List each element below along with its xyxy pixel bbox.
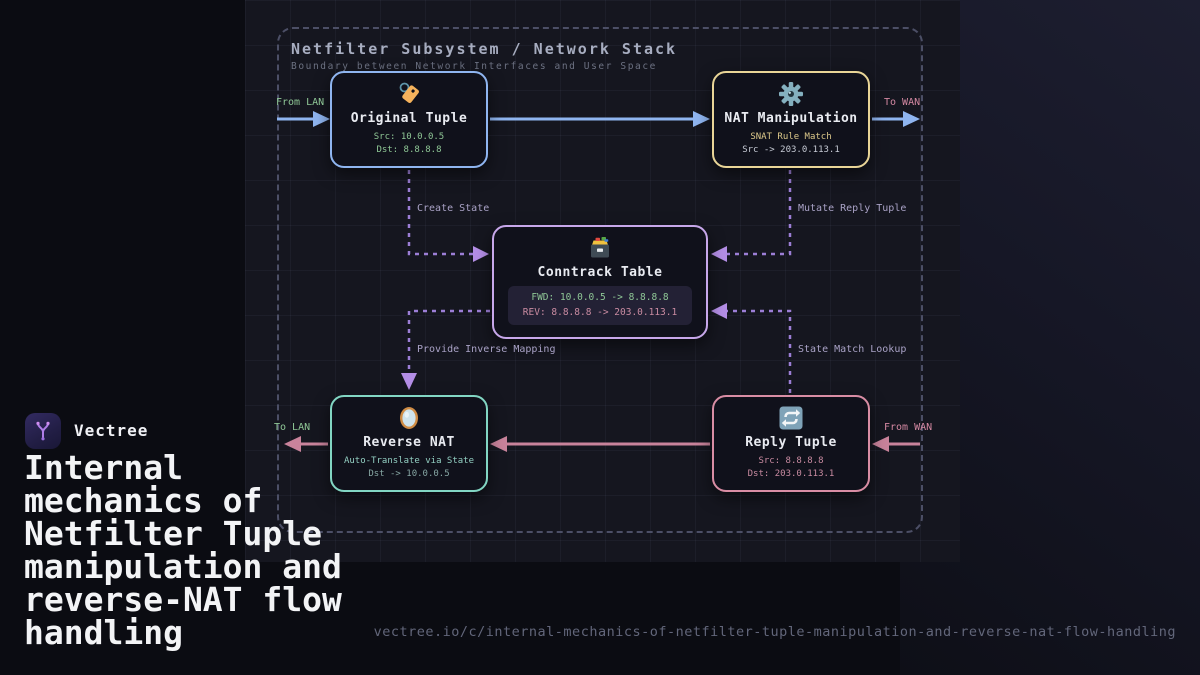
boundary-title: Netfilter Subsystem / Network Stack bbox=[291, 40, 678, 58]
boundary-subtitle: Boundary between Network Interfaces and … bbox=[291, 61, 657, 72]
node-detail-line: Src: 8.8.8.8 bbox=[758, 456, 824, 466]
node-title: NAT Manipulation bbox=[724, 111, 858, 126]
node-detail-line: SNAT Rule Match bbox=[750, 132, 832, 142]
edge-label-to-lan: To LAN bbox=[274, 422, 311, 433]
node-detail-line: Src -> 203.0.113.1 bbox=[742, 144, 840, 155]
node-original-tuple: Original Tuple Src: 10.0.0.5 Dst: 8.8.8.… bbox=[330, 71, 488, 168]
tag-icon bbox=[395, 80, 423, 108]
mirror-icon bbox=[395, 404, 423, 432]
conntrack-fwd-entry: FWD: 10.0.0.5 -> 8.8.8.8 bbox=[531, 292, 669, 303]
node-nat-manipulation: NAT Manipulation SNAT Rule Match Src -> … bbox=[712, 71, 870, 168]
vectree-logo bbox=[25, 413, 61, 449]
netfilter-boundary-container: Netfilter Subsystem / Network Stack Boun… bbox=[277, 27, 923, 533]
edge-label-state-match-lookup: State Match Lookup bbox=[798, 344, 907, 355]
gear-icon bbox=[777, 80, 805, 108]
node-title: Conntrack Table bbox=[537, 265, 663, 280]
edge-label-provide-inverse-mapping: Provide Inverse Mapping bbox=[417, 344, 556, 355]
edge-label-to-wan: To WAN bbox=[884, 97, 921, 108]
conntrack-rev-entry: REV: 8.8.8.8 -> 203.0.113.1 bbox=[522, 306, 678, 318]
card-box-icon bbox=[585, 234, 615, 262]
node-title: Reply Tuple bbox=[745, 435, 837, 450]
node-detail-line: Auto-Translate via State bbox=[343, 456, 475, 466]
edge-label-from-lan: From LAN bbox=[276, 97, 325, 108]
node-detail-line: Dst: 8.8.8.8 bbox=[376, 144, 442, 155]
brand-name: Vectree bbox=[74, 421, 149, 440]
vectree-branch-icon bbox=[36, 421, 50, 441]
repeat-icon bbox=[777, 404, 805, 432]
page-title: Internal mechanics of Netfilter Tuple ma… bbox=[24, 448, 342, 652]
node-detail-line: Src: 10.0.0.5 bbox=[373, 132, 445, 142]
node-reply-tuple: Reply Tuple Src: 8.8.8.8 Dst: 203.0.113.… bbox=[712, 395, 870, 492]
node-conntrack-table: Conntrack Table FWD: 10.0.0.5 -> 8.8.8.8… bbox=[492, 225, 708, 339]
edge-label-from-wan: From WAN bbox=[884, 422, 933, 433]
footer-url: vectree.io/c/internal-mechanics-of-netfi… bbox=[373, 624, 1176, 640]
conntrack-entries-box: FWD: 10.0.0.5 -> 8.8.8.8 REV: 8.8.8.8 ->… bbox=[508, 286, 692, 326]
node-title: Original Tuple bbox=[350, 111, 468, 126]
node-detail-line: Dst -> 10.0.0.5 bbox=[368, 468, 450, 479]
node-title: Reverse NAT bbox=[363, 435, 455, 450]
node-detail-line: Dst: 203.0.113.1 bbox=[747, 468, 835, 479]
edge-label-mutate-reply-tuple: Mutate Reply Tuple bbox=[798, 203, 907, 214]
node-reverse-nat: Reverse NAT Auto-Translate via State Dst… bbox=[330, 395, 488, 492]
edge-label-create-state: Create State bbox=[417, 203, 490, 214]
